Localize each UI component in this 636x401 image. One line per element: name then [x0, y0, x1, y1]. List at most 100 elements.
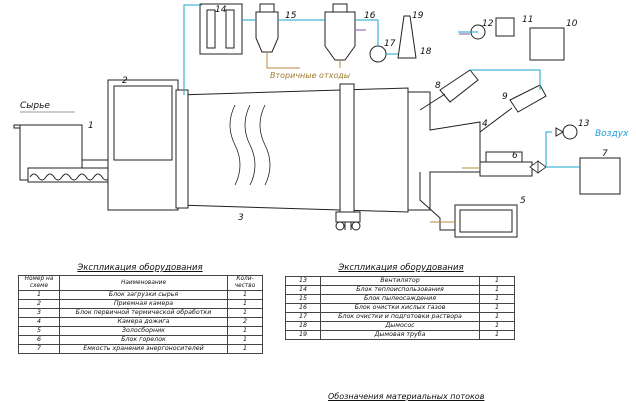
ash-collector [454, 204, 518, 238]
gas-flow-lines [183, 4, 580, 168]
burner-block [479, 151, 547, 177]
cell-number: 15 [285, 294, 321, 304]
cell-name: Блок загрузки сырья [59, 290, 228, 300]
cell-number: 3 [18, 308, 60, 318]
cell-number: 16 [285, 303, 321, 313]
cell-name: Блок теплоиспользования [320, 285, 480, 295]
cell-name: Блок первичной термической обработки [59, 308, 228, 318]
label-air-in: Воздух [595, 129, 629, 139]
cell-name: Дымовая труба [320, 330, 480, 340]
energy-storage-tank [579, 157, 621, 195]
solution-lines [356, 29, 470, 35]
cell-number: 4 [18, 317, 60, 327]
cell-number: 2 [18, 299, 60, 309]
equipment-number-19: 19 [412, 11, 424, 21]
col-quantity: Коли-чество [227, 275, 263, 291]
cell-name: Емкость хранения энергоносителей [59, 344, 228, 354]
cell-quantity: 1 [479, 312, 515, 322]
cell-number: 18 [285, 321, 321, 331]
equipment-number-10: 10 [566, 19, 578, 29]
equipment-number-7: 7 [602, 149, 608, 159]
table-header-row: Номер на схеме Наименование Коли-чество [18, 275, 263, 291]
cell-name: Вентилятор [320, 276, 480, 286]
cell-number: 13 [285, 276, 321, 286]
left-table-title: Экспликация оборудования [77, 263, 203, 273]
cell-name: Золосборник [59, 326, 228, 336]
rotary-kiln [175, 83, 409, 231]
solution-prep-block [470, 17, 565, 61]
col-name: Наименование [59, 275, 228, 291]
dust-collector [255, 3, 279, 53]
cell-quantity: 1 [479, 294, 515, 304]
heat-recovery-block [199, 3, 243, 55]
equipment-number-17: 17 [384, 39, 396, 49]
flows-legend-title: Обозначения материальных потоков [328, 392, 485, 401]
equipment-number-13: 13 [578, 119, 590, 129]
equipment-number-14: 14 [215, 5, 227, 15]
cell-name: Приемная камера [59, 299, 228, 309]
cell-quantity: 1 [479, 276, 515, 286]
cell-quantity: 1 [479, 303, 515, 313]
waste-flow-lines [266, 52, 480, 223]
burner-8 [419, 69, 479, 111]
cell-number: 19 [285, 330, 321, 340]
label-raw-material: Сырье [20, 101, 50, 111]
cell-quantity: 1 [479, 330, 515, 340]
equipment-number-12: 12 [482, 19, 494, 29]
cell-name: Блок горелок [59, 335, 228, 345]
cell-quantity: 1 [227, 308, 263, 318]
cell-number: 6 [18, 335, 60, 345]
equipment-number-11: 11 [522, 15, 533, 25]
acid-gas-cleaning-block [324, 3, 356, 61]
equipment-number-18: 18 [420, 47, 432, 57]
cell-name: Дымосос [320, 321, 480, 331]
cell-quantity: 1 [479, 321, 515, 331]
cell-name: Блок очистки кислых газов [320, 303, 480, 313]
process-flow-diagram: Сырье Вторичные отходы Воздух 1234567891… [13, 3, 629, 238]
equipment-number-15: 15 [285, 11, 297, 21]
equipment-number-3: 3 [238, 213, 244, 223]
equipment-table-left: Номер на схеме Наименование Коли-чество … [18, 275, 263, 354]
cell-name: Камера дожига [59, 317, 228, 327]
cell-quantity: 2 [227, 317, 263, 327]
burner-9 [479, 84, 547, 133]
equipment-number-16: 16 [364, 11, 376, 21]
equipment-number-1: 1 [88, 121, 94, 131]
cell-number: 7 [18, 344, 60, 354]
cell-quantity: 1 [227, 344, 263, 354]
cell-quantity: 1 [227, 335, 263, 345]
cell-quantity: 1 [227, 299, 263, 309]
equipment-number-8: 8 [435, 81, 441, 91]
equipment-number-9: 9 [502, 92, 508, 102]
cell-number: 5 [18, 326, 60, 336]
equipment-number-4: 4 [482, 119, 488, 129]
cell-quantity: 1 [479, 285, 515, 295]
equipment-number-2: 2 [122, 76, 128, 86]
right-table-title: Экспликация оборудования [338, 263, 464, 273]
equipment-number-6: 6 [512, 151, 518, 161]
cell-name: Блок пылеосаждения [320, 294, 480, 304]
equipment-number-5: 5 [520, 196, 526, 206]
fan-13 [555, 124, 578, 140]
col-number: Номер на схеме [18, 275, 60, 291]
cell-quantity: 1 [227, 290, 263, 300]
cell-quantity: 1 [227, 326, 263, 336]
cell-number: 1 [18, 290, 60, 300]
cell-number: 14 [285, 285, 321, 295]
cell-number: 17 [285, 312, 321, 322]
